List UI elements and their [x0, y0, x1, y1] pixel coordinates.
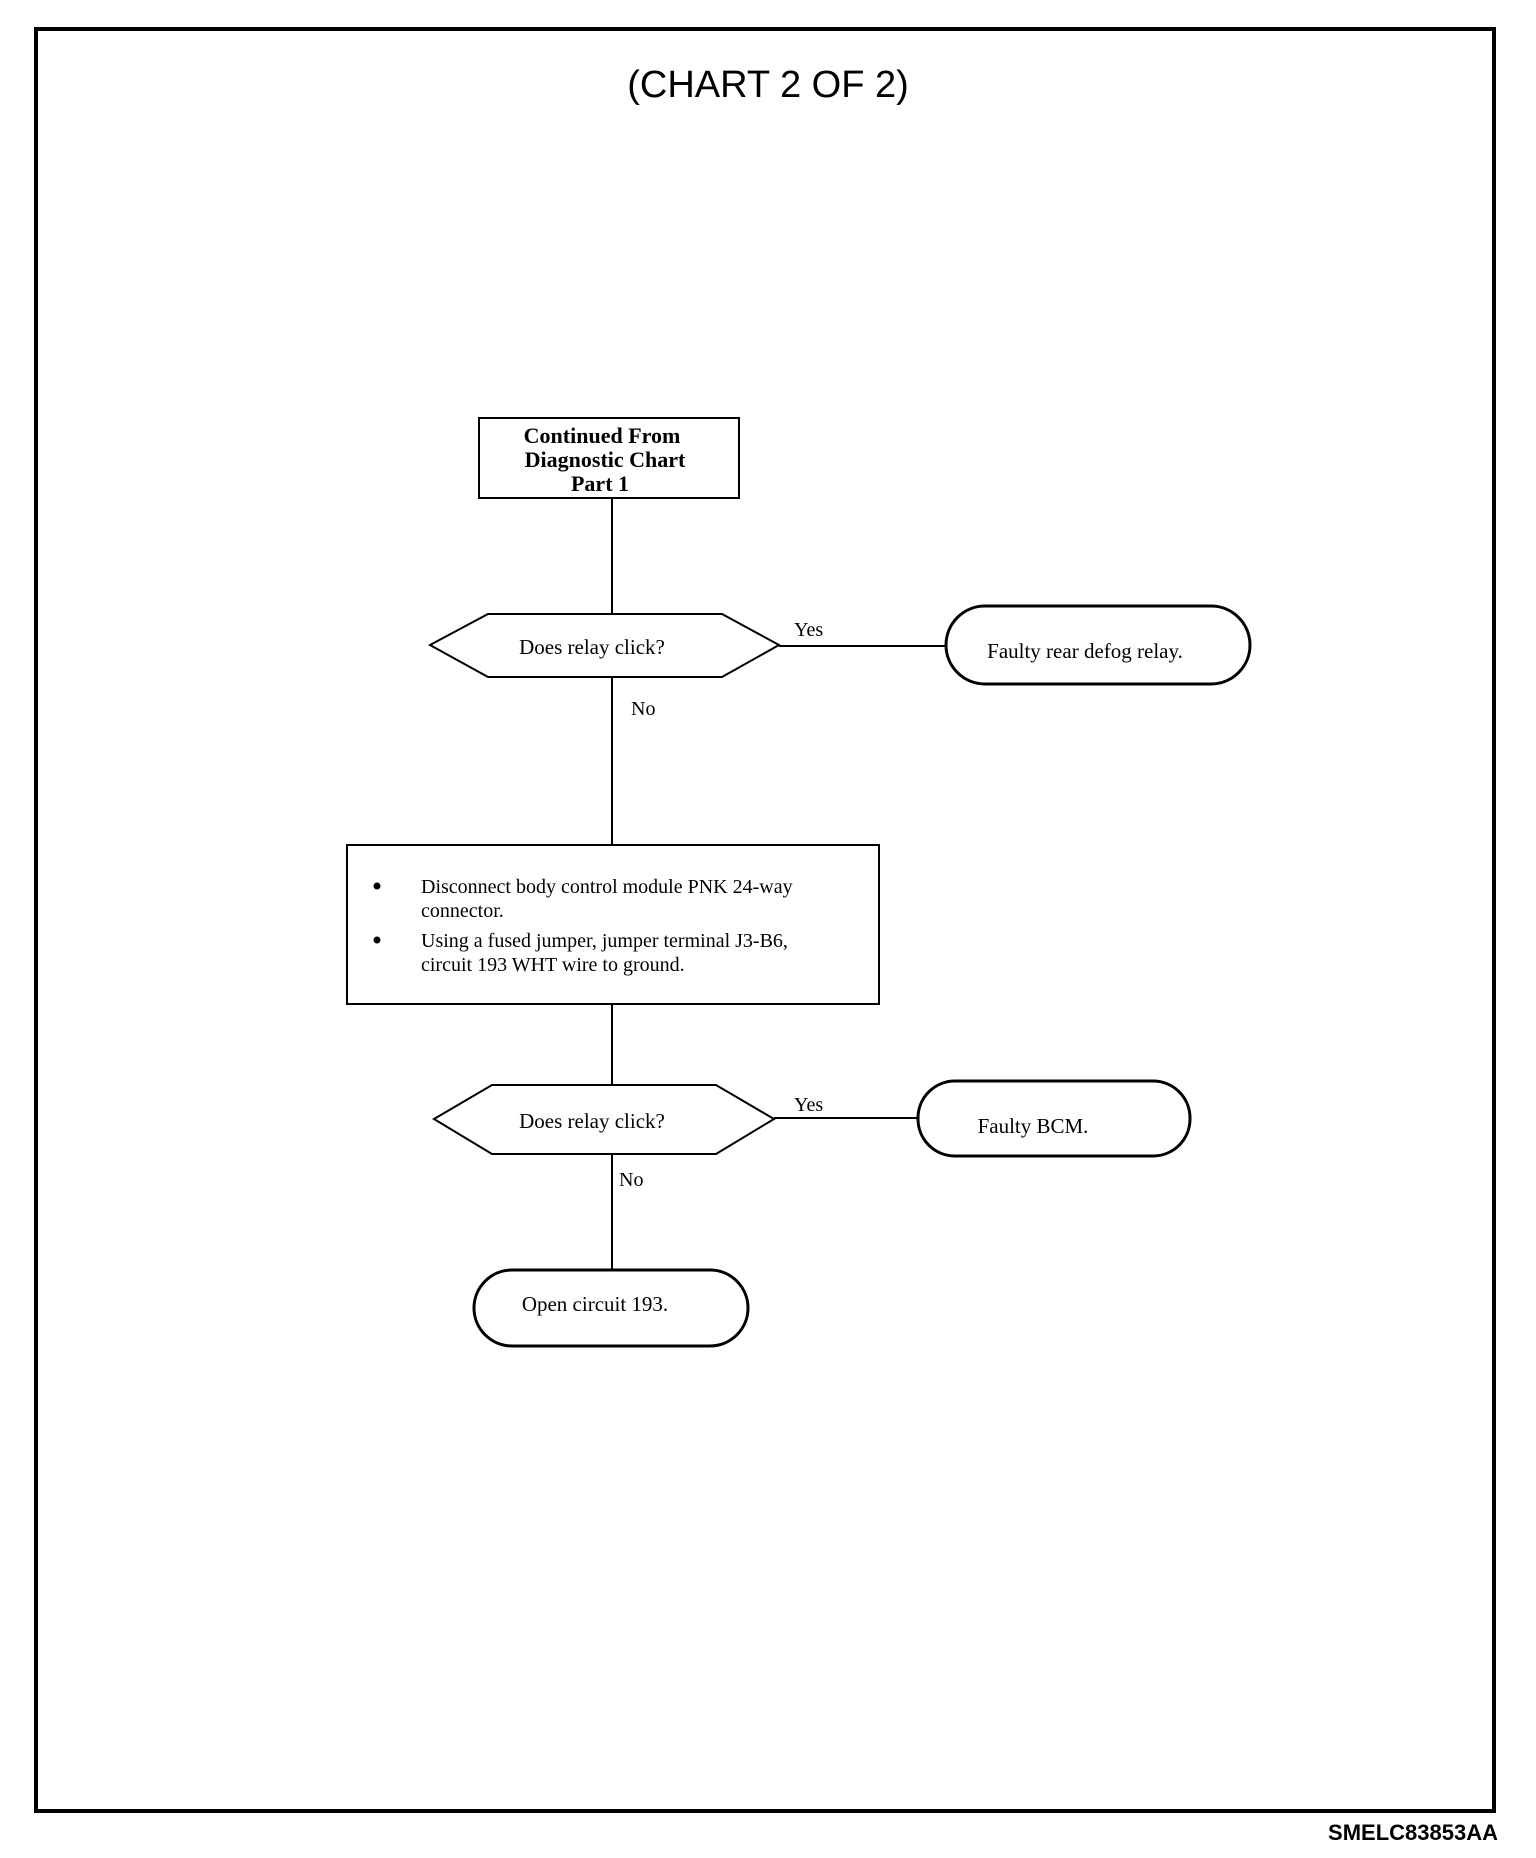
step-bullet-2-line-2: circuit 193 WHT wire to ground.: [421, 954, 685, 976]
decision2-label: Does relay click?: [519, 1109, 665, 1133]
step-bullet-1: [373, 882, 381, 890]
chart-title: (CHART 2 OF 2): [627, 64, 909, 106]
decision2-yes-label: Yes: [794, 1094, 823, 1116]
decision2-no-label: No: [619, 1169, 643, 1191]
step-box: [346, 844, 880, 1005]
step-bullet-1-line-1: Disconnect body control module PNK 24-wa…: [421, 876, 793, 898]
start-box: [478, 417, 740, 499]
step-bullet-2-line-1: Using a fused jumper, jumper terminal J3…: [421, 930, 788, 952]
start-box-line-2: Diagnostic Chart: [525, 447, 686, 472]
start-box-line-1: Continued From: [524, 423, 681, 448]
decision2-hexagon: [432, 1084, 776, 1155]
step-bullet-2: [373, 936, 381, 944]
decision1-hexagon: [427, 613, 782, 678]
result3-label: Open circuit 193.: [522, 1292, 668, 1316]
result1-label: Faulty rear defog relay.: [987, 639, 1183, 663]
start-box-line-3: Part 1: [571, 471, 629, 496]
result2-label: Faulty BCM.: [978, 1114, 1089, 1138]
step-bullet-1-line-2: connector.: [421, 900, 504, 922]
result1-terminal: [944, 604, 1252, 686]
result3-terminal: [472, 1268, 750, 1348]
decision1-yes-label: Yes: [794, 619, 823, 641]
result2-terminal: [916, 1079, 1192, 1158]
decision1-no-label: No: [631, 698, 655, 720]
page-border: [34, 27, 1496, 1813]
decision1-label: Does relay click?: [519, 635, 665, 659]
reference-code: SMELC83853AA: [1328, 1820, 1498, 1845]
